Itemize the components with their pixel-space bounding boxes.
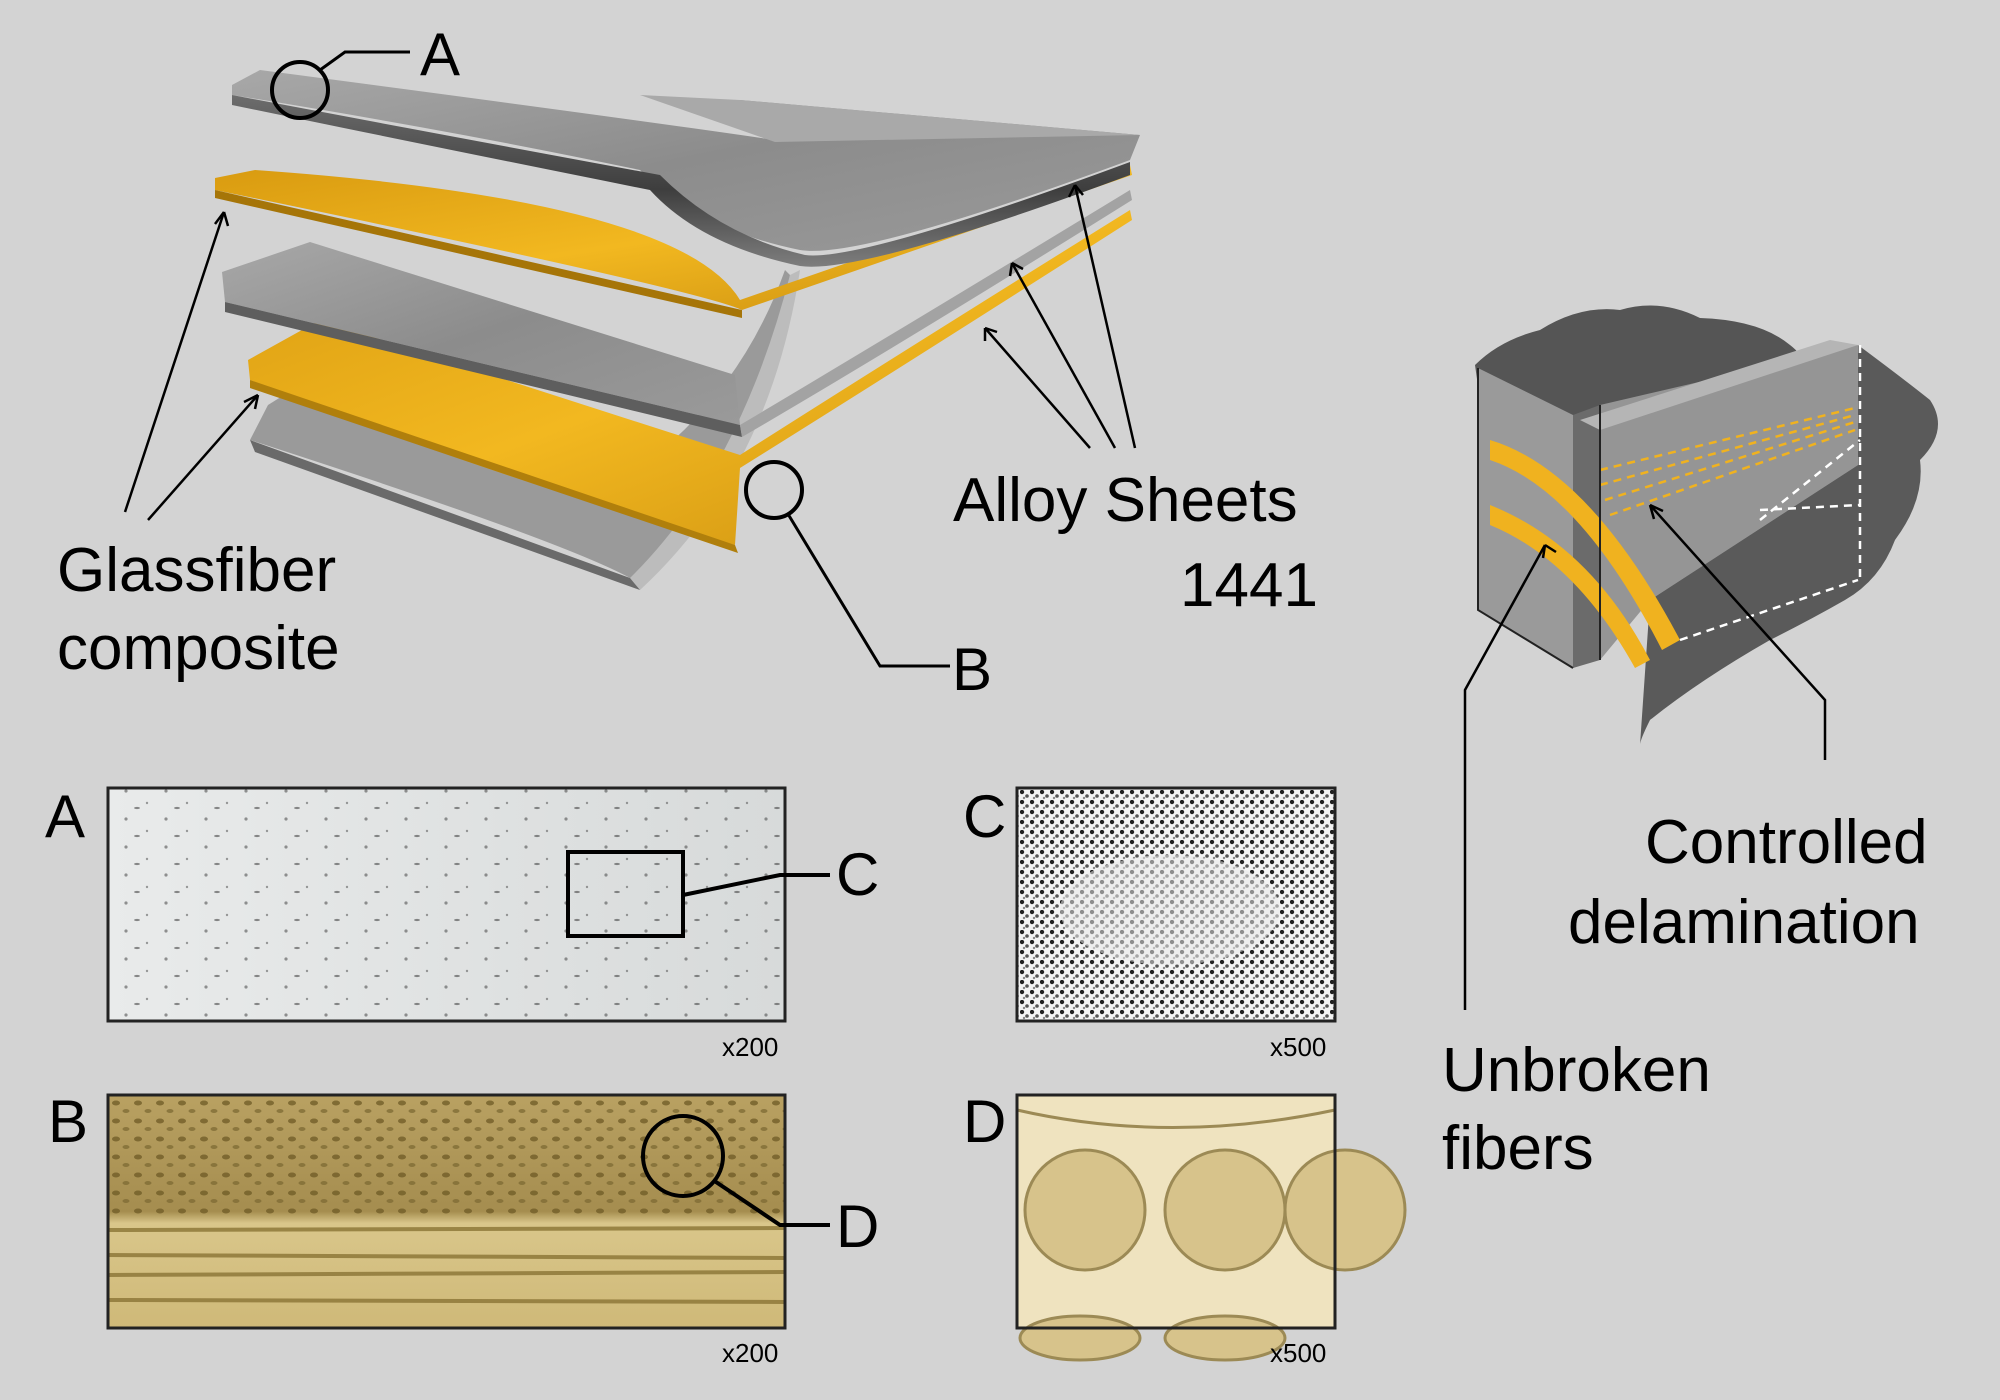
micrograph-panel-a	[106, 786, 830, 1023]
panel-a-letter: A	[45, 783, 86, 850]
laminate-stack	[215, 70, 1140, 590]
alloy-sheet-middle	[222, 242, 740, 425]
callout-a-marker	[270, 50, 410, 120]
unbroken-fibers-line2: fibers	[1442, 1114, 1594, 1183]
alloy-sheet-top	[232, 70, 1140, 251]
delamination-leaders	[1463, 503, 1827, 1010]
callout-b-marker	[744, 460, 950, 668]
micrograph-panel-c	[1015, 786, 1337, 1023]
panel-c-letter: C	[963, 783, 1007, 850]
panel-a-callout-c: C	[836, 841, 880, 908]
alloy-label-line2: 1441	[1180, 551, 1318, 620]
panel-b-letter: B	[48, 1088, 89, 1155]
micrograph-panel-d	[1015, 1093, 1407, 1362]
alloy-label-line1: Alloy Sheets	[953, 466, 1298, 535]
dashed-delamination-lines	[1599, 345, 1862, 642]
glassfiber-label-line1: Glassfiber	[57, 536, 337, 605]
panel-a-magnification: x200	[722, 1032, 779, 1062]
glassfiber-label-line2: composite	[57, 614, 340, 683]
controlled-delamination-line1: Controlled	[1645, 808, 1928, 877]
panel-d-letter: D	[963, 1088, 1007, 1155]
glassfiber-layer-upper	[215, 165, 1132, 310]
panel-b-callout-d: D	[836, 1193, 880, 1260]
unbroken-fibers-line1: Unbroken	[1442, 1036, 1711, 1105]
micrograph-panel-b	[106, 1093, 830, 1330]
callout-b-label: B	[952, 636, 993, 703]
controlled-delamination-line2: delamination	[1568, 888, 1920, 957]
panel-d-magnification: x500	[1270, 1338, 1327, 1368]
alloy-arrows	[983, 184, 1137, 449]
panel-b-inset-circle	[641, 1114, 725, 1198]
glassfiber-arrows	[123, 211, 260, 521]
callout-a-label: A	[420, 21, 461, 88]
panel-b-magnification: x200	[722, 1338, 779, 1368]
panel-c-magnification: x500	[1270, 1032, 1327, 1062]
delamination-block	[1475, 305, 1938, 745]
